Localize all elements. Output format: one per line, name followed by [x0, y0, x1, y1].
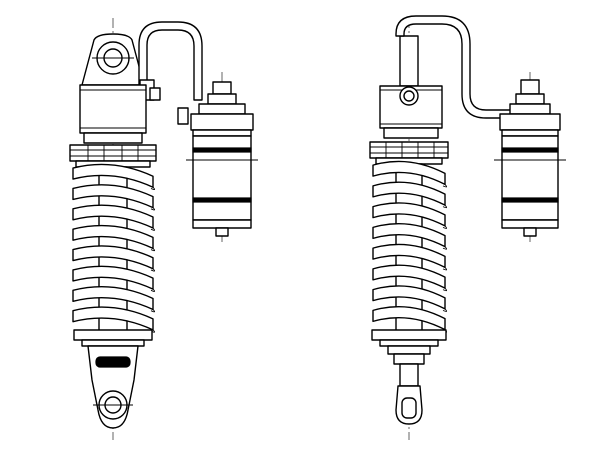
front-coil-turn: [72, 184, 154, 209]
side-coil-return: [442, 225, 448, 229]
front-coil-return: [150, 268, 156, 272]
side-coil-return: [442, 204, 448, 209]
side-coil-spring: [372, 160, 448, 333]
side-reservoir: [494, 72, 566, 242]
shock-side-view: [369, 15, 566, 440]
side-lower-clevis: [387, 345, 431, 425]
side-top-mount: [379, 35, 443, 139]
front-lower-perch: [73, 329, 153, 347]
front-coil-return: [150, 227, 156, 231]
front-preload-collar: [69, 144, 157, 168]
front-coil-return: [150, 288, 156, 292]
front-coil-spring: [72, 163, 156, 333]
front-coil-return: [150, 309, 156, 313]
side-coil-return: [442, 267, 448, 271]
front-lower-slot: [95, 356, 131, 368]
front-lower-eyelet: [87, 345, 139, 429]
front-coil-return: [150, 186, 156, 191]
shock-front-view: [69, 18, 258, 440]
front-coil-return: [150, 207, 156, 211]
side-coil-return: [442, 287, 448, 292]
front-coil-return: [150, 248, 156, 252]
front-top-eyelet: [81, 33, 145, 86]
front-reservoir: [186, 72, 258, 242]
front-coil-turn: [72, 204, 154, 229]
front-coil-turn: [72, 245, 154, 270]
front-coil-turn: [72, 224, 154, 250]
side-coil-return: [442, 184, 448, 188]
side-coil-return: [442, 308, 448, 312]
side-lower-perch: [371, 329, 447, 347]
front-coil-turn: [72, 163, 154, 188]
front-coil-turn: [72, 286, 154, 311]
side-preload-collar: [369, 141, 449, 165]
front-body: [79, 84, 147, 144]
front-reservoir-hose: [138, 21, 203, 125]
side-coil-return: [442, 246, 448, 250]
front-coil-turn: [72, 306, 154, 331]
front-coil-turn: [72, 265, 154, 290]
